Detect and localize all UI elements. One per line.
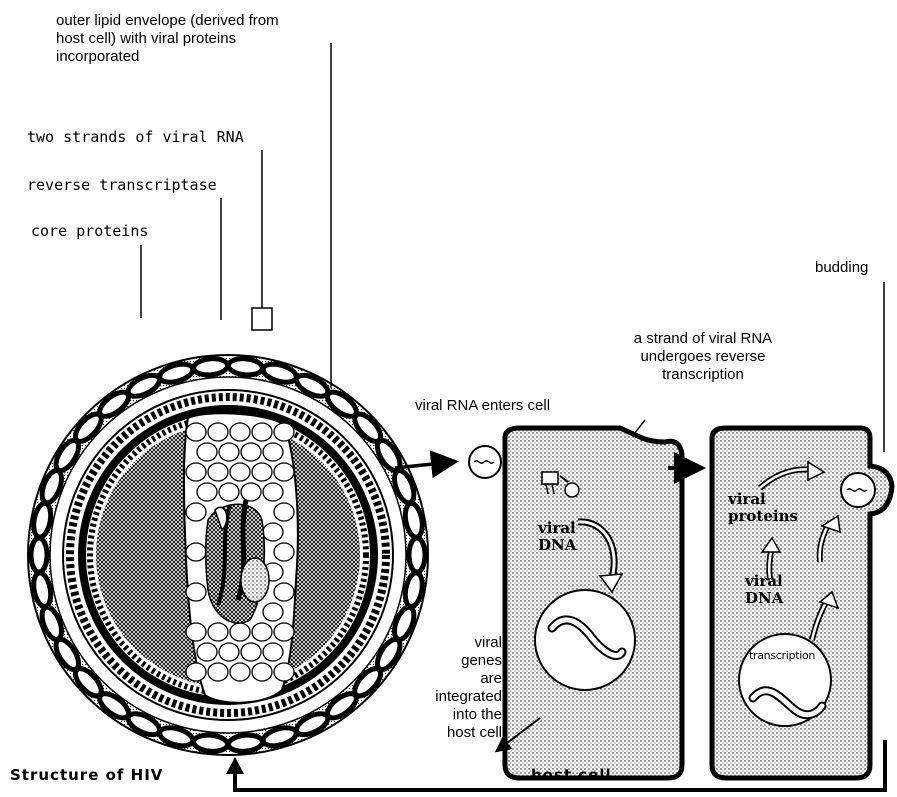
core-protein-unit [274, 623, 294, 641]
core-protein-unit [274, 583, 294, 601]
label-viral-proteins: viral proteins [728, 491, 798, 525]
core-protein-unit [263, 523, 283, 541]
envelope-protein [228, 734, 263, 753]
core-protein-unit [274, 503, 294, 521]
core-protein-unit [252, 463, 272, 481]
core-protein-unit [186, 423, 206, 441]
core-protein-unit [241, 483, 261, 501]
core-protein-unit [208, 663, 228, 681]
label-viral-dna-2: viral DNA [745, 573, 783, 607]
core-protein-unit [274, 663, 294, 681]
core-protein-unit [241, 643, 261, 661]
label-reverse-transcriptase: reverse transcriptase [27, 176, 217, 194]
core-protein-unit [208, 623, 228, 641]
core-protein-unit [219, 443, 239, 461]
core-protein-unit [186, 463, 206, 481]
core-protein-unit [263, 443, 283, 461]
core-protein-unit [186, 583, 206, 601]
label-rna-strands: two strands of viral RNA [27, 128, 244, 146]
envelope-protein [228, 357, 263, 376]
core-protein-unit [197, 643, 217, 661]
core-protein-unit [274, 463, 294, 481]
core-protein-unit [230, 463, 250, 481]
core-protein-unit [219, 483, 239, 501]
core-protein-unit [274, 543, 294, 561]
label-core-proteins: core proteins [31, 222, 148, 240]
core-protein-unit [252, 423, 272, 441]
label-host-cell: host cell [531, 766, 612, 784]
label-rna-reverse-transcription: a strand of viral RNA undergoes reverse … [608, 330, 798, 384]
label-transcription: transcription [749, 647, 815, 665]
label-envelope: outer lipid envelope (derived from host … [56, 12, 279, 66]
envelope-protein [193, 734, 228, 753]
core-protein-unit [197, 443, 217, 461]
core-protein-unit [263, 483, 283, 501]
core-protein-unit [263, 643, 283, 661]
core-protein-unit [252, 663, 272, 681]
core-protein-unit [208, 463, 228, 481]
core-protein-unit [208, 423, 228, 441]
core-protein-unit [219, 643, 239, 661]
core-protein-unit [197, 483, 217, 501]
core-protein-unit [241, 443, 261, 461]
core-protein-unit [230, 423, 250, 441]
core-protein-unit [186, 623, 206, 641]
capsid-core [184, 413, 298, 702]
envelope-protein [31, 538, 47, 572]
label-structure-of-hiv: Structure of HIV [10, 766, 163, 784]
label-genes-integrated: viral genes are integrated into the host… [420, 634, 502, 742]
host-cell-2 [712, 428, 892, 778]
envelope-protein [193, 357, 228, 376]
label-rna-enters: viral RNA enters cell [415, 397, 550, 415]
core-protein-unit [252, 623, 272, 641]
core-protein-unit [186, 663, 206, 681]
core-protein-unit [274, 423, 294, 441]
core-protein-unit [186, 543, 206, 561]
envelope-protein [409, 538, 425, 572]
core-protein-unit [230, 623, 250, 641]
host-cell-1 [498, 428, 682, 778]
nucleus-1 [535, 590, 635, 690]
core-protein-unit [230, 663, 250, 681]
core-protein-unit [263, 603, 283, 621]
label-viral-dna-1: viral DNA [538, 520, 576, 554]
label-budding: budding [815, 259, 868, 277]
hiv-virion [28, 355, 428, 755]
core-protein-unit [186, 503, 206, 521]
entering-virion-icon [469, 446, 501, 478]
